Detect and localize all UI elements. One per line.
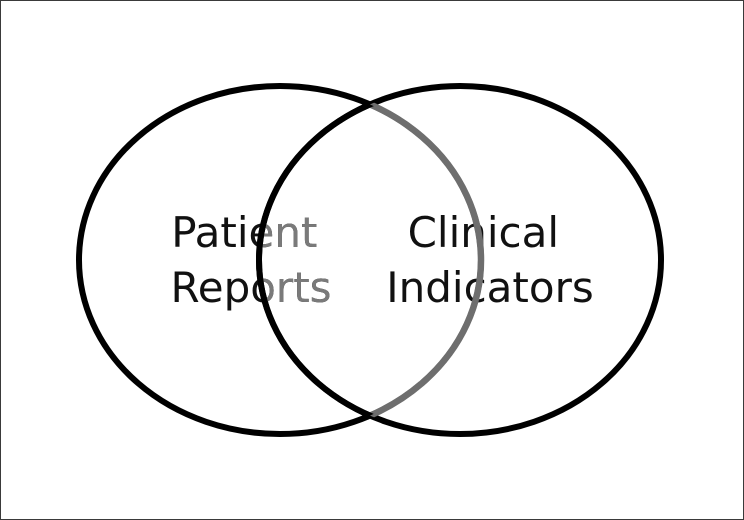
patient-reports-label-line2: Reports xyxy=(170,263,331,312)
patient-reports-label: Patient Reports xyxy=(170,208,331,312)
set-patient-reports: Patient Reports xyxy=(76,83,484,437)
overlap-region-right-arc xyxy=(256,86,481,434)
overlap-patient-reports-text: Patient Reports xyxy=(170,208,331,312)
set-clinical-indicators: Clinical Indicators xyxy=(256,83,664,437)
overlap-patient-reports-line1: Patient xyxy=(171,208,317,257)
overlap-right-arc xyxy=(256,86,481,434)
clinical-indicators-label-line2: Indicators xyxy=(386,263,593,312)
overlap-region: Patient Reports xyxy=(170,86,485,434)
patient-reports-label-line1: Patient xyxy=(171,208,317,257)
overlap-left-arc xyxy=(259,86,485,434)
clinical-indicators-label: Clinical Indicators xyxy=(386,208,593,312)
overlap-patient-reports-line2: Reports xyxy=(170,263,331,312)
